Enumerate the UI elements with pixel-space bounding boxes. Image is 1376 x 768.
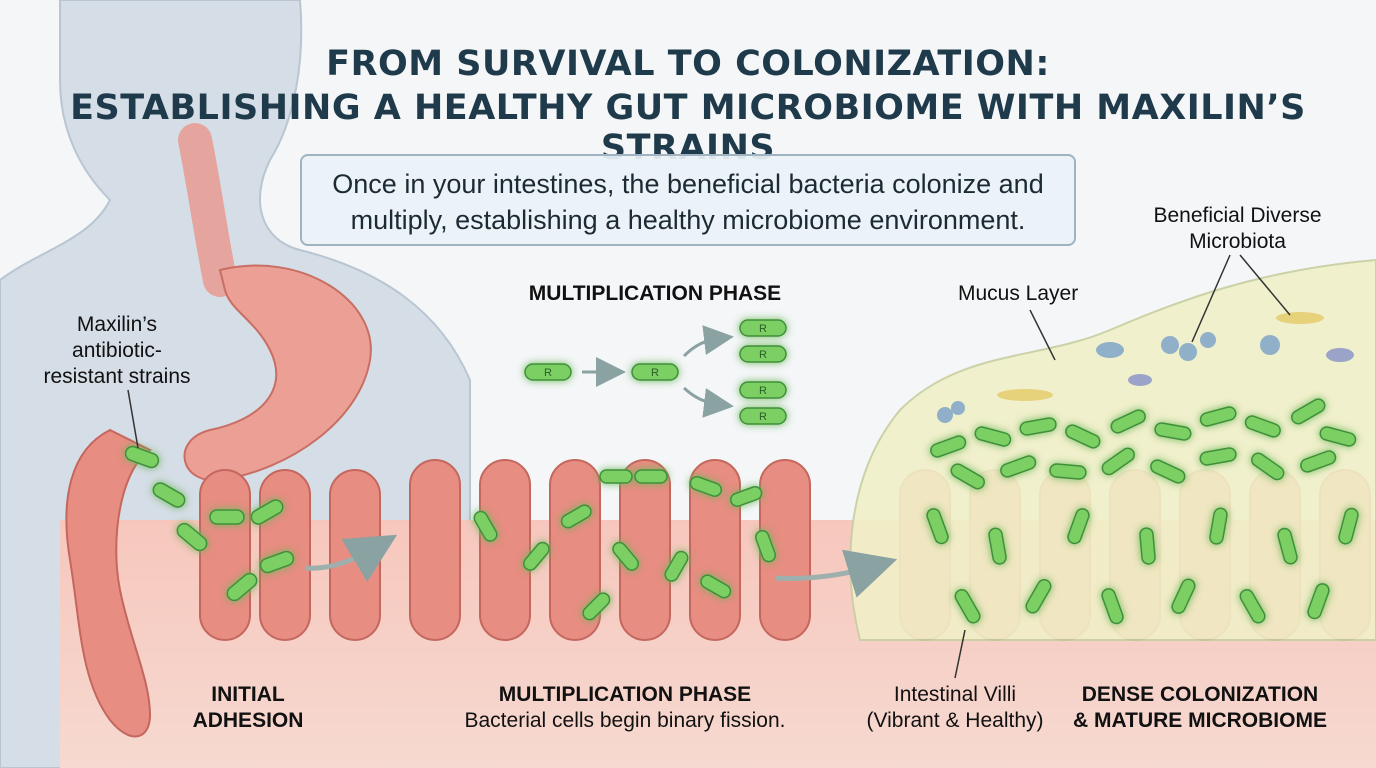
fission-bacterium-3 bbox=[739, 319, 787, 337]
dense-colonization-label: DENSE COLONIZATION & MATURE MICROBIOME bbox=[1060, 682, 1340, 734]
intro-callout: Once in your intestines, the beneficial … bbox=[300, 154, 1076, 246]
microbiota-label: Beneficial Diverse Microbiota bbox=[1130, 203, 1345, 255]
villi-label-line-2: (Vibrant & Healthy) bbox=[866, 709, 1044, 732]
multiplication-phase-title: MULTIPLICATION PHASE bbox=[498, 683, 752, 706]
intro-line-2: multiply, establishing a healthy microbi… bbox=[350, 205, 1026, 235]
fission-arrow-3 bbox=[682, 386, 734, 418]
mucus-leader-line bbox=[1029, 309, 1056, 361]
adhering-bacteria bbox=[124, 445, 295, 602]
colon bbox=[65, 428, 152, 738]
strains-leader-line bbox=[127, 389, 139, 449]
fission-letter-6: R bbox=[759, 411, 767, 423]
microbiota-leader-line-1 bbox=[1191, 254, 1231, 343]
intestinal-villi-label: Intestinal Villi (Vibrant & Healthy) bbox=[855, 682, 1055, 734]
microbiota-label-line-1: Beneficial Diverse bbox=[1153, 204, 1322, 227]
mucus-layer bbox=[849, 258, 1376, 641]
multiplication-phase-caption: Bacterial cells begin binary fission. bbox=[464, 709, 786, 732]
stomach bbox=[183, 264, 372, 482]
villi-label-line-1: Intestinal Villi bbox=[893, 683, 1017, 706]
fission-bacterium-1 bbox=[524, 363, 572, 381]
multiplication-phase-top-label: MULTIPLICATION PHASE bbox=[528, 282, 782, 305]
binary-fission-diagram: R R R R R R bbox=[524, 319, 787, 425]
fission-bacterium-5 bbox=[739, 381, 787, 399]
initial-adhesion-label: INITIAL ADHESION bbox=[178, 682, 318, 734]
microbiota-label-line-2: Microbiota bbox=[1189, 230, 1286, 253]
progress-arrow-1 bbox=[304, 534, 398, 582]
multiplying-bacteria bbox=[473, 469, 777, 621]
initial-adhesion-line-1: INITIAL bbox=[211, 683, 285, 706]
strains-label: Maxilin’s antibiotic- resistant strains bbox=[22, 312, 212, 390]
fission-bacterium-6 bbox=[739, 407, 787, 425]
microbiota-leader-line-2 bbox=[1239, 254, 1291, 316]
fission-bacterium-4 bbox=[739, 345, 787, 363]
fission-letter-1: R bbox=[544, 367, 552, 379]
dense-colonization-line-1: DENSE COLONIZATION bbox=[1081, 683, 1319, 706]
progress-arrow-2 bbox=[774, 549, 898, 598]
fission-arrow-2 bbox=[682, 325, 734, 358]
strains-label-line-3: resistant strains bbox=[43, 365, 191, 388]
mucus-layer-label: Mucus Layer bbox=[958, 282, 1079, 305]
fission-letter-4: R bbox=[759, 349, 767, 361]
fission-bacterium-2 bbox=[631, 363, 679, 381]
fission-letter-3: R bbox=[759, 323, 767, 335]
strains-label-line-2: antibiotic- bbox=[72, 339, 162, 362]
intro-line-1: Once in your intestines, the beneficial … bbox=[332, 169, 1044, 199]
multiplication-phase-label: MULTIPLICATION PHASE Bacterial cells beg… bbox=[430, 682, 820, 734]
dense-colonization-line-2: & MATURE MICROBIOME bbox=[1073, 709, 1327, 732]
fission-letter-5: R bbox=[759, 385, 767, 397]
strains-label-line-1: Maxilin’s bbox=[76, 313, 158, 336]
fission-letter-2: R bbox=[651, 367, 659, 379]
villi-leader-line bbox=[954, 629, 966, 679]
diverse-microbiota bbox=[937, 312, 1354, 423]
dense-bacteria bbox=[926, 398, 1359, 625]
title-line-1: FROM SURVIVAL TO COLONIZATION: bbox=[326, 44, 1050, 84]
initial-adhesion-line-2: ADHESION bbox=[192, 709, 304, 732]
esophagus bbox=[178, 123, 237, 297]
